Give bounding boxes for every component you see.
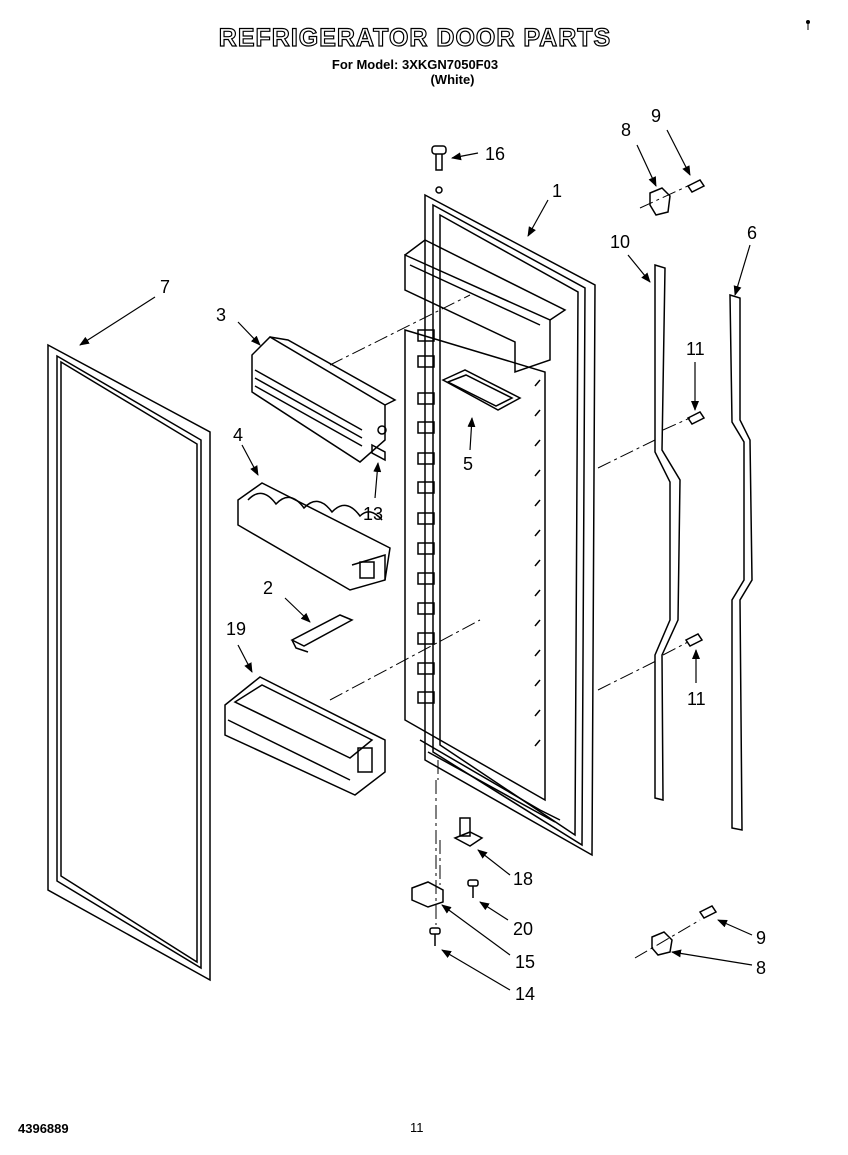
callout-9-bottom: 9 xyxy=(756,928,766,948)
callout-18: 18 xyxy=(513,869,533,889)
callout-6: 6 xyxy=(747,223,757,243)
part-2-bracket xyxy=(290,614,354,653)
part-18-hinge-pin xyxy=(453,817,484,847)
part-6-gasket-strip xyxy=(729,293,753,831)
callout-5: 5 xyxy=(463,454,473,474)
callout-16: 16 xyxy=(485,144,505,164)
callout-1: 1 xyxy=(552,181,562,201)
callout-11-upper: 11 xyxy=(686,339,705,359)
callout-8-top: 8 xyxy=(621,120,631,140)
callout-3: 3 xyxy=(216,305,226,325)
page-title: REFRIGERATOR DOOR PARTS xyxy=(218,23,612,52)
part-20-screw xyxy=(467,879,479,898)
callout-15: 15 xyxy=(515,952,535,972)
part-8-hinge-bottom xyxy=(651,931,673,956)
part-16-screw xyxy=(431,145,447,194)
callout-7: 7 xyxy=(160,277,170,297)
part-14-screw xyxy=(429,927,441,946)
callout-20: 20 xyxy=(513,919,533,939)
callout-14: 14 xyxy=(515,984,535,1004)
assembly-lines xyxy=(329,184,701,959)
part-5-tray xyxy=(441,369,522,411)
part-9-screw-bottom xyxy=(698,905,718,919)
callout-19: 19 xyxy=(226,619,246,639)
page-number: 11 xyxy=(410,1120,424,1135)
part-4-egg-tray xyxy=(237,482,391,591)
corner-mark xyxy=(806,20,810,30)
model-line: For Model: 3XKGN7050F03 xyxy=(331,57,499,72)
part-13-clip xyxy=(371,443,386,462)
callout-2: 2 xyxy=(263,578,273,598)
callout-13: 13 xyxy=(363,504,383,524)
callout-labels: 16 1 8 9 10 6 7 3 11 4 5 13 2 19 11 18 2… xyxy=(160,106,766,1004)
part-11-screw-lower xyxy=(684,633,704,647)
document-number: 4396889 xyxy=(18,1121,69,1136)
part-8-hinge-top xyxy=(649,187,671,216)
callout-10: 10 xyxy=(610,232,630,252)
part-19-door-bin xyxy=(224,676,386,796)
color-line: (White) xyxy=(430,72,475,87)
callout-11-lower: 11 xyxy=(687,689,706,709)
callout-8-bottom: 8 xyxy=(756,958,766,978)
part-3-dairy-cover xyxy=(251,336,397,463)
part-7-door-gasket xyxy=(47,343,211,982)
callout-9-top: 9 xyxy=(651,106,661,126)
callout-4: 4 xyxy=(233,425,243,445)
model-subtitle: For Model: 3XKGN7050F03 (White) xyxy=(0,57,830,87)
part-1-door-liner xyxy=(404,193,596,857)
part-10-door-strip xyxy=(654,263,681,801)
part-15-block xyxy=(411,881,444,908)
part-11-screw-upper xyxy=(686,411,706,425)
leader-arrows xyxy=(79,129,753,991)
part-9-screw-top xyxy=(686,179,706,193)
